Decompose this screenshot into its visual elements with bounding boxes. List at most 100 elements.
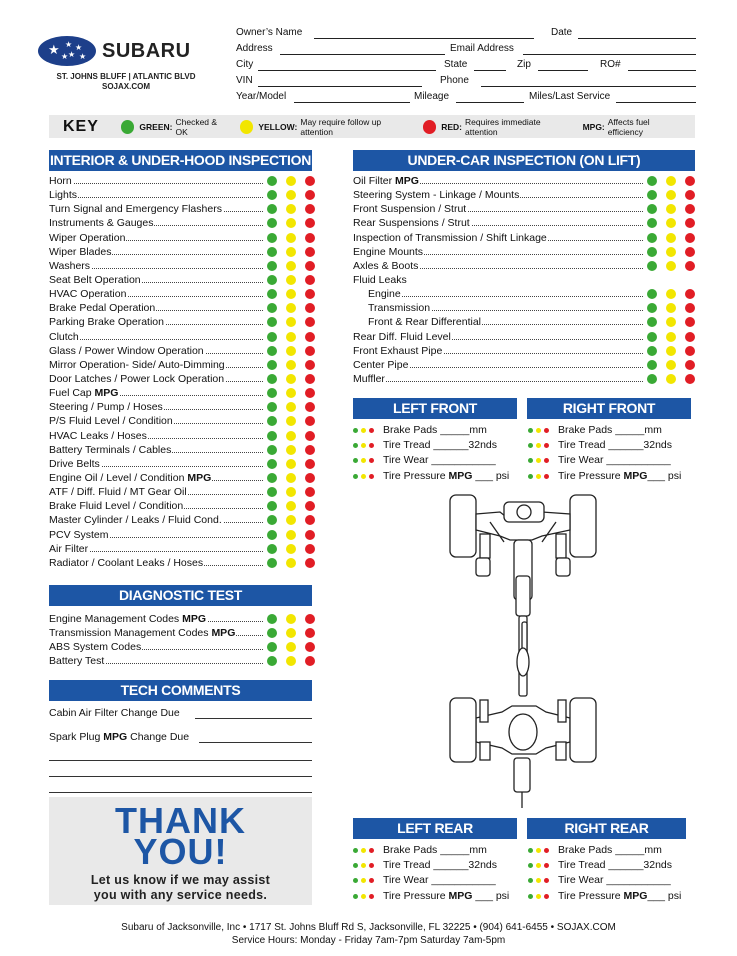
- red-status-dot[interactable]: [369, 473, 374, 479]
- green-status-dot[interactable]: [267, 656, 277, 667]
- yellow-status-dot[interactable]: [286, 345, 296, 356]
- yellow-status-dot[interactable]: [286, 274, 296, 285]
- green-status-dot[interactable]: [267, 388, 277, 399]
- red-status-dot[interactable]: [369, 443, 374, 449]
- yellow-status-dot[interactable]: [286, 176, 296, 186]
- comment-line[interactable]: [49, 760, 312, 761]
- green-status-dot[interactable]: [267, 246, 277, 257]
- green-status-dot[interactable]: [528, 443, 533, 449]
- yellow-status-dot[interactable]: [666, 260, 676, 271]
- red-status-dot[interactable]: [305, 345, 315, 356]
- yellow-status-dot[interactable]: [666, 176, 676, 186]
- yellow-status-dot[interactable]: [536, 458, 541, 464]
- yellow-status-dot[interactable]: [536, 893, 541, 899]
- brake-pads-field[interactable]: Brake Pads _____mm: [528, 423, 681, 438]
- tire-pressure-field[interactable]: Tire Pressure MPG ___ psi: [353, 469, 509, 484]
- yellow-status-dot[interactable]: [286, 373, 296, 384]
- green-status-dot[interactable]: [267, 317, 277, 328]
- red-status-dot[interactable]: [305, 642, 315, 653]
- red-status-dot[interactable]: [369, 893, 374, 899]
- ro-field[interactable]: [628, 70, 696, 71]
- yellow-status-dot[interactable]: [361, 878, 366, 884]
- red-status-dot[interactable]: [544, 893, 549, 899]
- green-status-dot[interactable]: [528, 878, 533, 884]
- yellow-status-dot[interactable]: [666, 289, 676, 300]
- green-status-dot[interactable]: [353, 878, 358, 884]
- green-status-dot[interactable]: [267, 458, 277, 469]
- date-field[interactable]: [578, 38, 696, 39]
- comment-line[interactable]: [49, 776, 312, 777]
- green-status-dot[interactable]: [267, 430, 277, 441]
- green-status-dot[interactable]: [647, 331, 657, 342]
- red-status-dot[interactable]: [685, 232, 695, 243]
- red-status-dot[interactable]: [305, 303, 315, 314]
- yellow-status-dot[interactable]: [361, 428, 366, 434]
- red-status-dot[interactable]: [544, 428, 549, 434]
- red-status-dot[interactable]: [305, 260, 315, 271]
- green-status-dot[interactable]: [267, 487, 277, 498]
- yellow-status-dot[interactable]: [666, 373, 676, 384]
- green-status-dot[interactable]: [353, 428, 358, 434]
- red-status-dot[interactable]: [369, 848, 374, 854]
- red-status-dot[interactable]: [685, 303, 695, 314]
- red-status-dot[interactable]: [685, 359, 695, 370]
- red-status-dot[interactable]: [369, 863, 374, 869]
- red-status-dot[interactable]: [685, 246, 695, 257]
- yellow-status-dot[interactable]: [286, 656, 296, 667]
- yellow-status-dot[interactable]: [361, 863, 366, 869]
- red-status-dot[interactable]: [305, 232, 315, 243]
- green-status-dot[interactable]: [647, 373, 657, 384]
- yellow-status-dot[interactable]: [666, 232, 676, 243]
- phone-field[interactable]: [481, 86, 696, 87]
- yellow-status-dot[interactable]: [286, 487, 296, 498]
- green-status-dot[interactable]: [267, 472, 277, 483]
- spark-plug-field[interactable]: [199, 742, 312, 743]
- red-status-dot[interactable]: [544, 443, 549, 449]
- yellow-status-dot[interactable]: [361, 848, 366, 854]
- red-status-dot[interactable]: [544, 863, 549, 869]
- yellow-status-dot[interactable]: [286, 444, 296, 455]
- yellow-status-dot[interactable]: [361, 458, 366, 464]
- green-status-dot[interactable]: [353, 848, 358, 854]
- green-status-dot[interactable]: [647, 232, 657, 243]
- yellow-status-dot[interactable]: [536, 443, 541, 449]
- yellow-status-dot[interactable]: [286, 430, 296, 441]
- red-status-dot[interactable]: [305, 204, 315, 215]
- yellow-status-dot[interactable]: [286, 472, 296, 483]
- green-status-dot[interactable]: [267, 218, 277, 229]
- red-status-dot[interactable]: [369, 458, 374, 464]
- yellow-status-dot[interactable]: [666, 331, 676, 342]
- green-status-dot[interactable]: [267, 331, 277, 342]
- tire-tread-field[interactable]: Tire Tread ______32nds: [353, 858, 509, 873]
- green-status-dot[interactable]: [528, 458, 533, 464]
- red-status-dot[interactable]: [305, 416, 315, 427]
- yellow-status-dot[interactable]: [286, 557, 296, 568]
- red-status-dot[interactable]: [305, 218, 315, 229]
- green-status-dot[interactable]: [267, 402, 277, 413]
- red-status-dot[interactable]: [685, 176, 695, 186]
- yellow-status-dot[interactable]: [536, 848, 541, 854]
- yellow-status-dot[interactable]: [361, 893, 366, 899]
- green-status-dot[interactable]: [647, 246, 657, 257]
- green-status-dot[interactable]: [353, 893, 358, 899]
- yellow-status-dot[interactable]: [286, 416, 296, 427]
- red-status-dot[interactable]: [685, 289, 695, 300]
- yellow-status-dot[interactable]: [666, 317, 676, 328]
- green-status-dot[interactable]: [647, 218, 657, 229]
- state-field[interactable]: [474, 70, 506, 71]
- red-status-dot[interactable]: [305, 289, 315, 300]
- red-status-dot[interactable]: [305, 388, 315, 399]
- brake-pads-field[interactable]: Brake Pads _____mm: [353, 843, 509, 858]
- yellow-status-dot[interactable]: [286, 642, 296, 653]
- yellow-status-dot[interactable]: [286, 543, 296, 554]
- red-status-dot[interactable]: [685, 260, 695, 271]
- green-status-dot[interactable]: [267, 416, 277, 427]
- green-status-dot[interactable]: [267, 444, 277, 455]
- red-status-dot[interactable]: [685, 345, 695, 356]
- green-status-dot[interactable]: [267, 373, 277, 384]
- tire-pressure-field[interactable]: Tire Pressure MPG___ psi: [528, 889, 681, 904]
- yellow-status-dot[interactable]: [286, 303, 296, 314]
- red-status-dot[interactable]: [305, 656, 315, 667]
- yellow-status-dot[interactable]: [361, 473, 366, 479]
- yellow-status-dot[interactable]: [286, 359, 296, 370]
